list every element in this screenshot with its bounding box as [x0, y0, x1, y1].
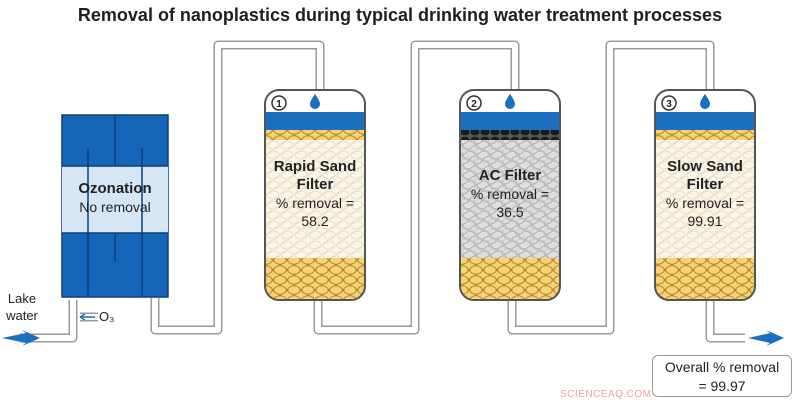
filter-3-removal-value: 99.91: [687, 213, 723, 229]
filter-1-removal-label: % removal =: [275, 195, 355, 211]
water-drop-icon: [505, 94, 515, 109]
filter-3-label: Slow Sand Filter % removal = 99.91: [655, 158, 755, 230]
step-number: 2: [471, 99, 477, 110]
filter-1-tank: 1: [264, 89, 366, 301]
water-layer: [655, 112, 755, 132]
step-number: 1: [276, 99, 282, 110]
step-number-badge: [466, 95, 482, 111]
filter-1-name-line2: Filter: [296, 176, 334, 193]
filter-2-removal-label: % removal =: [470, 186, 550, 202]
ozonation-name: Ozonation: [78, 180, 152, 197]
water-drop-icon: [310, 94, 320, 109]
filter-1-name: Rapid Sand: [273, 158, 357, 175]
outlet-arrow-icon: [748, 330, 784, 346]
ozone-inlet-arrow-icon: [79, 313, 95, 321]
watermark: SCIENCEAQ.COM: [560, 389, 652, 400]
water-drop-icon: [700, 94, 710, 109]
ac-media: [460, 140, 560, 258]
filter-2-tank: 2: [459, 89, 561, 301]
filter-3-removal-label: % removal =: [665, 195, 745, 211]
ozonation-label: Ozonation No removal: [62, 180, 168, 216]
filter-1-label: Rapid Sand Filter % removal = 58.2: [265, 158, 365, 230]
filter-3-name: Slow Sand: [667, 158, 743, 175]
ozonation-tank: [61, 114, 169, 298]
filter-2-name: AC Filter: [478, 167, 542, 184]
gravel-layer: [460, 258, 560, 300]
filter-1-removal-value: 58.2: [301, 213, 329, 229]
fine-sand: [655, 140, 755, 258]
gravel-layer: [265, 258, 365, 300]
diagram-title: Removal of nanoplastics during typical d…: [77, 5, 723, 25]
overall-removal-box: Overall % removal = 99.97: [652, 355, 792, 397]
step-number-badge: [661, 95, 677, 111]
pipes: [20, 40, 745, 343]
filter-3-tank: 3: [654, 89, 756, 301]
overall-removal-label: Overall % removal: [664, 359, 780, 375]
step-number-badge: [271, 95, 287, 111]
filter-3-name-line2: Filter: [686, 176, 724, 193]
step-number: 3: [666, 99, 672, 110]
ozone-label: O₃: [99, 309, 115, 324]
ozonation-result: No removal: [79, 199, 151, 215]
inlet-arrow-icon: [2, 330, 40, 346]
water-layer: [460, 112, 560, 132]
filter-2-removal-value: 36.5: [496, 204, 524, 220]
inlet-label-line2: water: [6, 308, 38, 323]
overall-removal-value: = 99.97: [698, 378, 746, 394]
gravel-layer: [655, 258, 755, 300]
water-layer: [265, 112, 365, 132]
inlet-label-line1: Lake: [7, 291, 37, 306]
fine-sand: [265, 140, 365, 258]
inlet-label: Lake water: [2, 290, 42, 324]
carbon-layer: [460, 130, 560, 140]
filter-2-label: AC Filter % removal = 36.5: [460, 167, 560, 221]
